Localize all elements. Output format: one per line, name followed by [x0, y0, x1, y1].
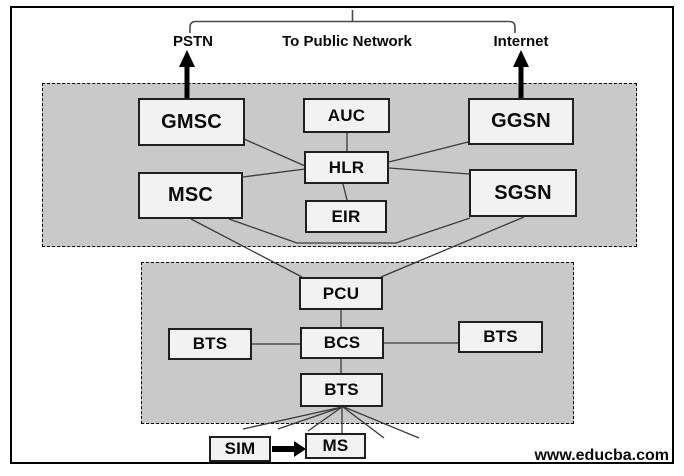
internet-label: Internet [493, 33, 549, 50]
node-pcu: PCU [299, 277, 383, 310]
node-bts-right: BTS [458, 321, 543, 353]
node-auc: AUC [303, 98, 390, 133]
node-bts-left: BTS [168, 328, 252, 360]
node-gmsc: GMSC [138, 98, 245, 146]
node-sim: SIM [209, 436, 271, 462]
node-bcs: BCS [300, 327, 384, 359]
node-eir: EIR [305, 200, 387, 233]
node-msc: MSC [138, 172, 243, 219]
node-ggsn: GGSN [468, 98, 574, 145]
node-sgsn: SGSN [469, 169, 577, 217]
node-hlr: HLR [304, 151, 389, 184]
pstn-label: PSTN [172, 33, 213, 50]
diagram-frame [10, 6, 674, 464]
node-bts-center: BTS [300, 373, 383, 407]
node-ms: MS [305, 433, 366, 459]
watermark: www.educba.com [534, 447, 669, 464]
public-network-label: To Public Network [282, 33, 412, 50]
